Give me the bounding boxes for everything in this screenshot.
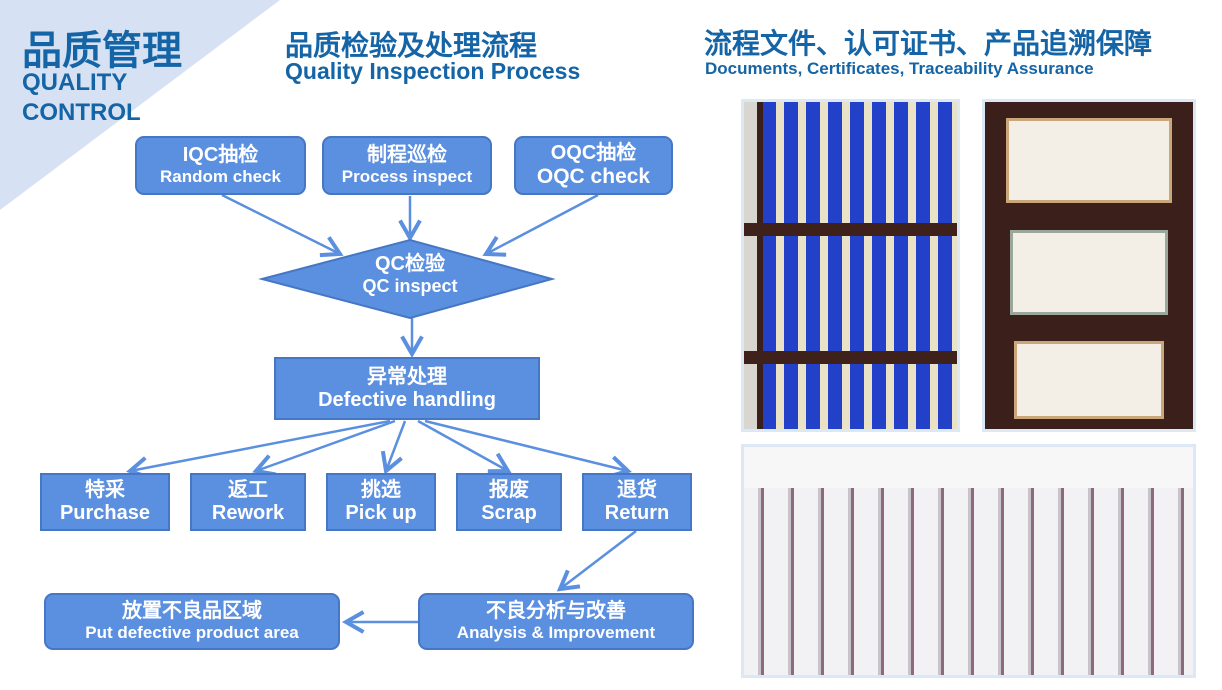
node-label-cn: 特采 <box>85 479 125 501</box>
node-label-cn: 挑选 <box>361 479 401 501</box>
arrow-to-pickup <box>380 420 407 475</box>
node-label-cn: 制程巡检 <box>367 144 447 167</box>
qc-diamond <box>258 238 556 320</box>
node-label-en: Put defective product area <box>85 623 299 643</box>
docs-heading-en: Documents, Certificates, Traceability As… <box>705 59 1094 78</box>
node-label-en: Scrap <box>481 502 537 524</box>
section-title-en-1: QUALITY <box>22 69 128 96</box>
node-label-en: Return <box>604 502 670 524</box>
node-label-cn: 异常处理 <box>367 365 447 388</box>
docs-heading-cn: 流程文件、认可证书、产品追溯保障 <box>704 28 1153 59</box>
arrow-to-rework <box>252 419 396 477</box>
arrow-iqc-qc <box>221 193 344 258</box>
node-label-cn: IQC抽检 <box>182 144 259 167</box>
arrow-to-return <box>424 419 632 479</box>
node-label-en: Defective handling <box>318 388 496 411</box>
process-heading-cn: 品质检验及处理流程 <box>285 30 538 61</box>
node-label-cn: 报废 <box>489 479 529 501</box>
node-label-cn: 退货 <box>617 479 657 501</box>
node-label-cn: 放置不良品区域 <box>122 600 262 623</box>
arrow-oqc-qc <box>482 193 599 257</box>
node-label-cn: QC检验 <box>375 253 445 275</box>
node-label-cn: OQC抽检 <box>550 141 637 164</box>
photo-product-display-wall <box>741 444 1196 678</box>
node-label-cn: 不良分析与改善 <box>486 600 626 623</box>
process-heading-en: Quality Inspection Process <box>285 58 581 84</box>
node-label-en: Random check <box>160 167 281 187</box>
photo-document-binders <box>741 99 960 432</box>
node-label-en: Rework <box>211 502 285 524</box>
photo-certificates <box>982 99 1196 432</box>
section-title-cn: 品质管理 <box>22 29 182 73</box>
node-label-en: Pick up <box>345 502 417 524</box>
section-title-en-2: CONTROL <box>22 99 141 126</box>
arrow-to-purchase <box>126 419 391 480</box>
node-label-cn: 返工 <box>228 479 268 501</box>
node-label-en: Analysis & Improvement <box>456 623 656 643</box>
node-label-en: OQC check <box>536 164 651 188</box>
arrow-to-scrap <box>417 419 512 474</box>
arrow-return-analysis <box>556 530 637 592</box>
node-label-en: Purchase <box>59 502 151 524</box>
node-label-en: Process inspect <box>341 167 473 187</box>
node-label-en: QC inspect <box>362 276 458 296</box>
